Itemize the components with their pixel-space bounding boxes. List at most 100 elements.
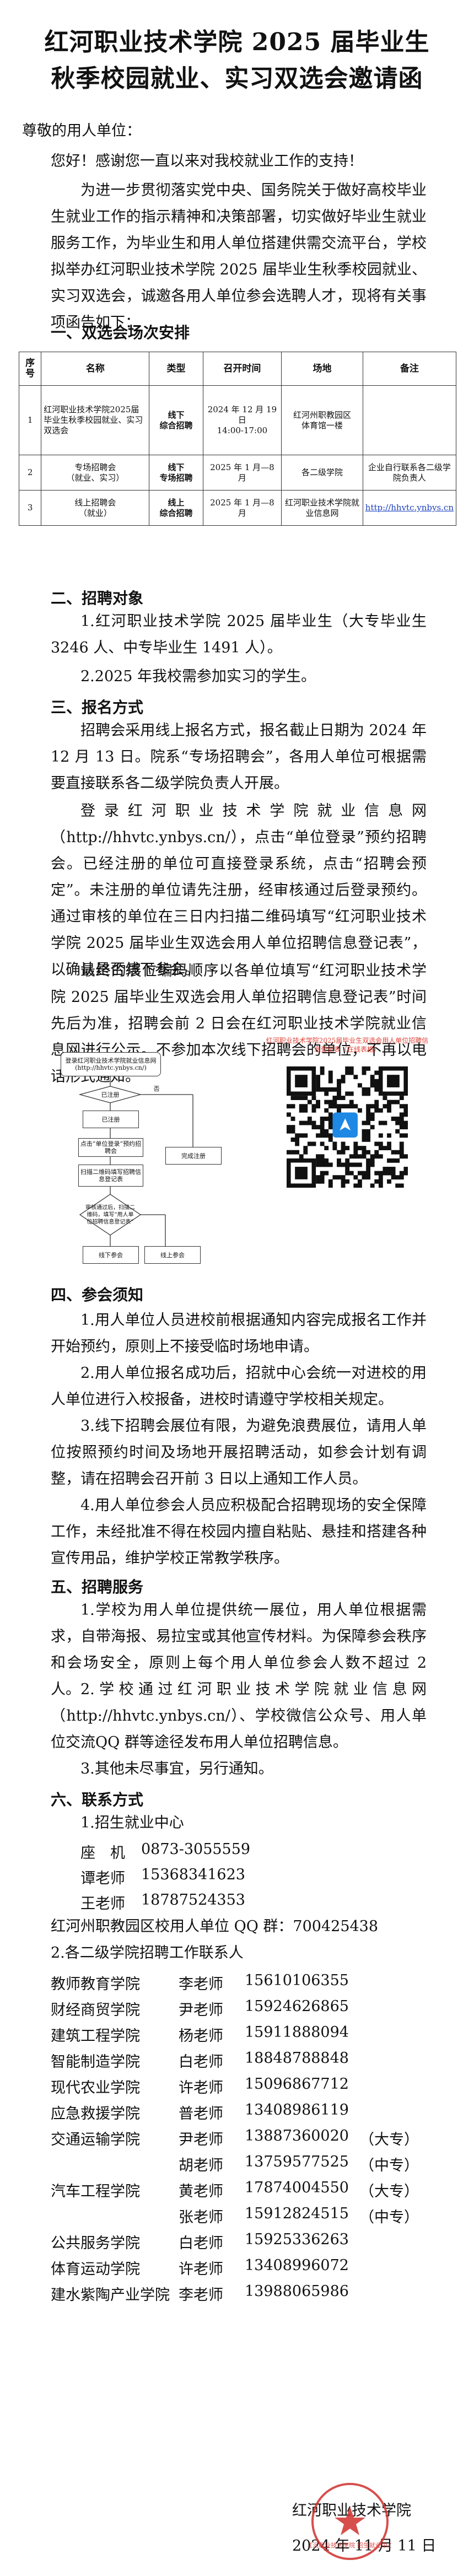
notice-1: 1.用人单位人员进校前根据通知内容完成报名工作并开始预约，原则上不接受临时场地申…: [51, 1312, 427, 1355]
job-site-link[interactable]: http://hhvtc.ynbys.cn: [362, 490, 457, 526]
college-contact-college: 建水紫陶产业学院: [51, 2287, 170, 2304]
section-6-heading: 六、联系方式: [51, 1791, 144, 1809]
table-row: 1 红河职业技术学院2025届毕业生秋季校园就业、实习双选会 线下 综合招聘 2…: [18, 385, 457, 455]
college-contact-row: 公共服务学院 白老师 15925336263: [51, 2231, 425, 2255]
contact-row: 座 机 0873-3055559: [80, 1841, 455, 1865]
qr-code-block: 红河职业技术学院2025届毕业生双选会用人单位招聘信息登记表（在线表格）: [265, 1036, 430, 1268]
college-contact-phone: 15924626865: [245, 1998, 349, 2015]
row-no: 2: [18, 455, 42, 491]
title-line-2: 秋季校园就业、实习双选会邀请函: [51, 64, 423, 93]
college-contact-college: 公共服务学院: [51, 2235, 140, 2252]
section-1-heading: 一、双选会场次安排: [51, 324, 190, 342]
row-type: 线下 专场招聘: [149, 455, 203, 491]
college-contact-teacher: 许老师: [179, 2079, 223, 2097]
college-contact-college: 应急救援学院: [51, 2105, 140, 2122]
college-contact-phone: 15925336263: [245, 2231, 349, 2248]
flow-online: 线上参会: [144, 1246, 201, 1264]
section-5-heading: 五、招聘服务: [51, 1578, 144, 1596]
contact-value: 18787524353: [141, 1891, 245, 1909]
college-contact-teacher: 胡老师: [179, 2157, 223, 2174]
row-venue: 红河职业技术学院就业信息网: [281, 490, 363, 526]
contact-row: 谭老师 15368341623: [80, 1866, 455, 1890]
flow-review: 审核通过后，扫描二维码，填写“用人单位招聘信息登记表”: [85, 1204, 135, 1225]
contact-value: 15368341623: [141, 1866, 245, 1883]
college-contact-teacher: 张老师: [179, 2209, 223, 2226]
row-type: 线下 综合招聘: [149, 385, 203, 455]
flow-no-label: 否: [153, 1085, 160, 1092]
college-contact-college: 财经商贸学院: [51, 2002, 140, 2019]
college-contact-teacher: 尹老师: [179, 2002, 223, 2019]
college-contact-note: （大专）: [359, 2183, 419, 2200]
recruit-object-2: 2.2025 年我校需参加实习的学生。: [80, 668, 316, 685]
college-contact-row: 张老师 15912824515 （中专）: [51, 2205, 425, 2229]
flow-start: 登录红河职业技术学院就业信息网(http://hhvtc.ynbys.cn/): [61, 1052, 161, 1076]
official-seal-icon: 红河职业技术学院 招生就业中心: [309, 2483, 391, 2560]
college-contact-phone: 17874004550: [245, 2179, 349, 2196]
college-contact-college: 智能制造学院: [51, 2054, 140, 2071]
salutation: 尊敬的用人单位：: [22, 122, 141, 139]
contact-label: 谭老师: [80, 1870, 125, 1887]
college-contact-phone: 18848788848: [245, 2050, 349, 2067]
row-name: 红河职业技术学院2025届毕业生秋季校园就业、实习双选会: [41, 385, 150, 455]
college-contact-row: 体育运动学院 许老师 13408996072: [51, 2257, 425, 2281]
contact-label: 座 机: [80, 1845, 125, 1862]
college-contact-teacher: 李老师: [179, 1976, 223, 1993]
table-row: 2 专场招聘会 （就业、实习） 线下 专场招聘 2025 年 1 月—8 月 各…: [18, 455, 457, 491]
college-contact-teacher: 李老师: [179, 2287, 223, 2304]
qr-code-image[interactable]: [287, 1066, 408, 1188]
college-contact-row: 现代农业学院 许老师 15096867712: [51, 2076, 425, 2100]
header-type: 类型: [149, 352, 203, 386]
row-note: [362, 385, 457, 455]
college-contact-teacher: 许老师: [179, 2261, 223, 2278]
college-contact-note: （大专）: [359, 2131, 419, 2148]
flow-fill-form: 扫描二维码填写招聘信息登记表: [78, 1165, 143, 1187]
header-time: 召开时间: [202, 352, 282, 386]
college-contact-college: 教师教育学院: [51, 1976, 140, 1993]
flow-logged-in: 已注册: [83, 1111, 139, 1128]
row-time: 2025 年 1 月—8 月: [202, 455, 282, 491]
college-contact-row: 教师教育学院 李老师 15610106355: [51, 1972, 425, 1996]
row-time: 2024 年 12 月 19 日 14:00-17:00: [202, 385, 282, 455]
intro-paragraph: 为进一步贯彻落实党中央、国务院关于做好高校毕业生就业工作的指示精神和决策部署，切…: [51, 182, 427, 331]
flow-complete-registration: 完成注册: [165, 1147, 222, 1165]
flow-question-registered: 已注册: [101, 1091, 120, 1098]
notice-4: 4.用人单位参会人员应积极配合招聘现场的安全保障工作，未经批准不得在校园内擅自粘…: [51, 1497, 427, 1567]
college-contact-phone: 15096867712: [245, 2076, 349, 2093]
table-row: 3 线上招聘会 （就业） 线上 综合招聘 2025 年 1 月—8 月 红河职业…: [18, 490, 457, 526]
row-time: 2025 年 1 月—8 月: [202, 490, 282, 526]
college-contact-phone: 15911888094: [245, 2024, 349, 2041]
service-1: 1.学校为用人单位提供统一展位，用人单位根据需求，自带海报、易拉宝或其他宣传材料…: [51, 1602, 427, 1698]
college-contact-teacher: 白老师: [179, 2054, 223, 2071]
row-no: 1: [18, 385, 42, 455]
schedule-table: 序号 名称 类型 召开时间 场地 备注 1 红河职业技术学院2025届毕业生秋季…: [18, 352, 457, 526]
college-contact-college: 汽车工程学院: [51, 2183, 140, 2200]
recruit-object-1: 1.红河职业技术学院 2025 届毕业生（大专毕业生 3246 人、中专毕业生 …: [51, 613, 427, 656]
college-contact-phone: 13408986119: [245, 2101, 349, 2119]
college-contact-college: 现代农业学院: [51, 2079, 140, 2097]
college-contact-phone: 15610106355: [245, 1972, 349, 1989]
college-contact-row: 智能制造学院 白老师 18848788848: [51, 2050, 425, 2074]
college-contact-teacher: 白老师: [179, 2235, 223, 2252]
header-venue: 场地: [281, 352, 363, 386]
table-header-row: 序号 名称 类型 召开时间 场地 备注: [18, 352, 457, 386]
college-contact-phone: 13887360020: [245, 2127, 349, 2144]
contact-qq-group: 红河州职教园区校用人单位 QQ 群：700425438: [51, 1918, 379, 1935]
contact-value: 0873-3055559: [141, 1841, 251, 1858]
college-contact-note: （中专）: [359, 2209, 419, 2226]
registration-paragraph-2: 登录红河职业技术学院就业信息网（http://hhvtc.ynbys.cn/），…: [51, 802, 427, 978]
service-3: 3.其他未尽事宜，另行通知。: [80, 1760, 273, 1777]
seal-text: 红河职业技术学院 招生就业中心: [309, 2541, 391, 2549]
flowchart-connectors: [78, 1075, 193, 1246]
college-contact-phone: 15912824515: [245, 2205, 349, 2222]
registration-flowchart: 登录红河职业技术学院就业信息网(http://hhvtc.ynbys.cn/) …: [28, 1050, 254, 1276]
college-contact-college: 体育运动学院: [51, 2261, 140, 2278]
college-contact-phone: 13408996072: [245, 2257, 349, 2274]
contact-row: 王老师 18787524353: [80, 1891, 455, 1916]
notice-2: 2.用人单位报名成功后，招就中心会统一对进校的用人单位进行入校报备，进校时请遵守…: [51, 1365, 427, 1408]
header-no: 序号: [18, 352, 42, 386]
contact-label: 王老师: [80, 1895, 125, 1912]
section-4-heading: 四、参会须知: [51, 1286, 144, 1304]
